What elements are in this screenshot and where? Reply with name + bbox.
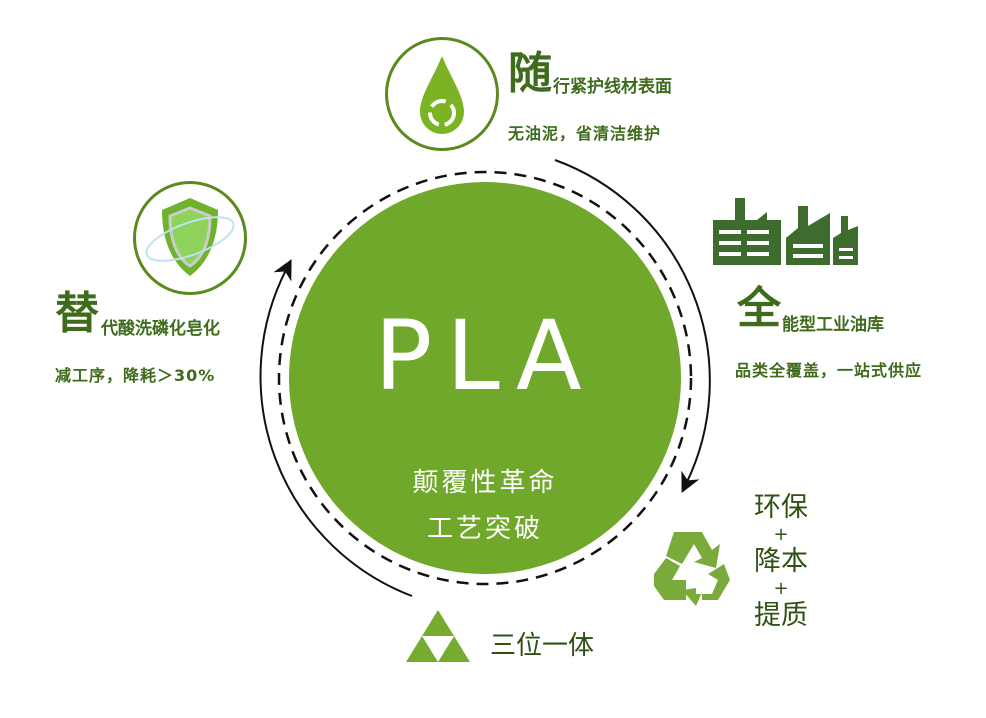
- factory-icon: [713, 198, 858, 265]
- left-desc: 减工序，降耗＞30%: [55, 366, 216, 385]
- top-title: 行紧护线材表面: [553, 77, 672, 97]
- benefit-cost: 降本: [754, 545, 808, 577]
- right-desc: 品类全覆盖，一站式供应: [735, 361, 923, 380]
- water-drop-recycle-icon: [385, 37, 499, 151]
- center-circle: [289, 182, 681, 574]
- shield-icon: [133, 181, 247, 295]
- right-title: 能型工业油库: [782, 315, 884, 335]
- top-desc: 无油泥，省清洁维护: [508, 124, 662, 143]
- center-line1: 颠覆性革命: [412, 468, 558, 498]
- arrow-arc-left: [259, 259, 413, 597]
- benefit-quality: 提质: [754, 599, 808, 631]
- arrow-arc-right: [554, 159, 711, 493]
- trinity-label: 三位一体: [490, 631, 595, 661]
- center-line2: 工艺突破: [426, 514, 543, 544]
- left-big-char: 替: [55, 288, 99, 339]
- center-title: PLA: [374, 300, 596, 412]
- plus-sign: +: [773, 524, 789, 546]
- top-big-char: 随: [508, 48, 552, 99]
- left-title: 代酸洗磷化皂化: [101, 319, 220, 339]
- benefit-eco: 环保: [754, 492, 808, 523]
- triangle-trinity-icon: [406, 610, 470, 662]
- right-big-char: 全: [737, 283, 781, 334]
- dashed-ring: [277, 170, 693, 586]
- benefits-list: 环保 + 降本 + 提质: [750, 492, 812, 632]
- recycle-icon: [654, 532, 730, 606]
- plus-sign: +: [773, 578, 789, 600]
